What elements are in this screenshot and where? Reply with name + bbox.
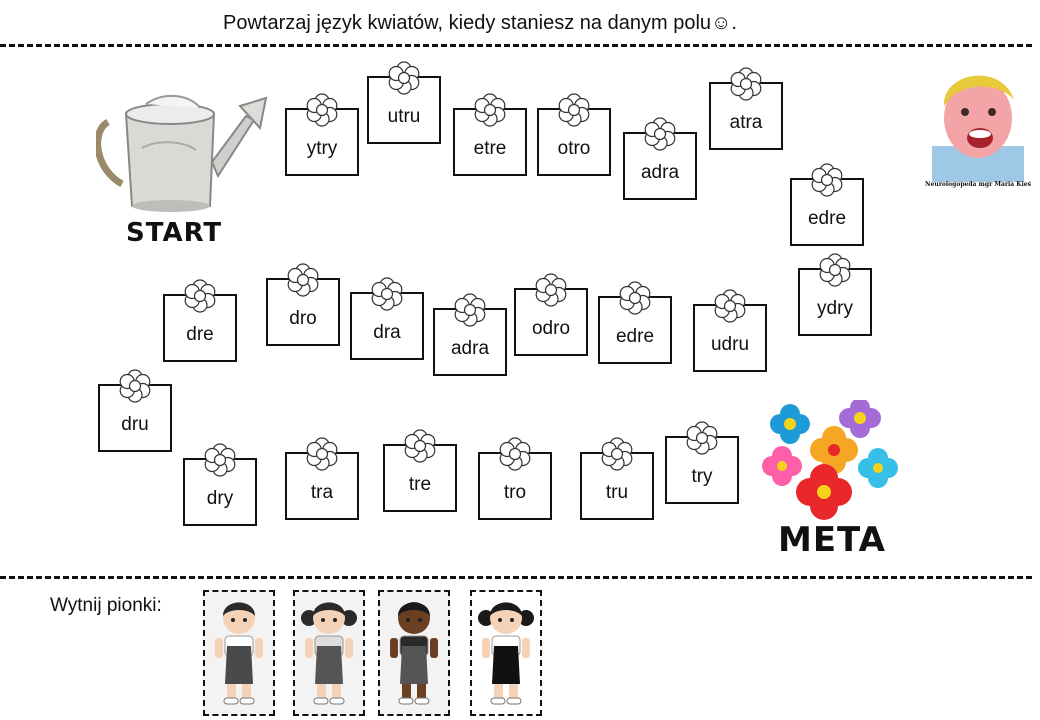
cutout-label: Wytnij pionki: — [50, 595, 162, 616]
tile: tre — [383, 429, 457, 512]
tile-word: tru — [605, 482, 629, 503]
pawn-card[interactable] — [203, 590, 275, 716]
tile-word: udru — [710, 334, 750, 355]
flower-icon — [616, 279, 654, 317]
tile: adra — [623, 117, 697, 200]
tile-word: ytry — [306, 138, 338, 159]
flower-icon — [303, 91, 341, 129]
tile-word: ydry — [817, 298, 853, 319]
pawn-figure-icon — [380, 602, 448, 718]
tile: dre — [163, 279, 237, 362]
flower-icon — [711, 287, 749, 325]
pawn-figure-icon — [295, 602, 363, 718]
flower-icon — [727, 65, 765, 103]
tile-word: tre — [408, 474, 432, 495]
tile: tru — [580, 437, 654, 520]
tile-word: etre — [473, 138, 507, 159]
tile-word: atra — [729, 112, 763, 133]
flower-icon — [532, 271, 570, 309]
flower-icon — [303, 435, 341, 473]
tile: dry — [183, 443, 257, 526]
flower-icon — [641, 115, 679, 153]
flower-icon — [181, 277, 219, 315]
watering-can-icon — [96, 94, 268, 212]
tile-word: tro — [503, 482, 527, 503]
meta-flowers-icon — [762, 400, 898, 520]
flower-icon — [471, 91, 509, 129]
tile: utru — [367, 61, 441, 144]
tile-word: try — [691, 466, 713, 487]
tile-word: edre — [615, 326, 655, 347]
flower-icon — [201, 441, 239, 479]
pawn-figure-icon — [472, 602, 540, 718]
tile: etre — [453, 93, 527, 176]
tile: edre — [790, 163, 864, 246]
tile: ytry — [285, 93, 359, 176]
top-divider — [0, 44, 1032, 47]
tile-word: dre — [186, 324, 214, 345]
flower-icon — [598, 435, 636, 473]
tile: udru — [693, 289, 767, 372]
tile-word: tra — [310, 482, 334, 503]
tile: odro — [514, 273, 588, 356]
flower-icon — [555, 91, 593, 129]
tile-word: dry — [206, 488, 234, 509]
tile: dro — [266, 263, 340, 346]
tile-word: dru — [121, 414, 149, 435]
flower-icon — [401, 427, 439, 465]
tile: ydry — [798, 253, 872, 336]
flower-icon — [496, 435, 534, 473]
tile-word: dro — [289, 308, 317, 329]
portrait-caption: Neurologopeda mgr Maria Kieś — [925, 181, 1031, 188]
instruction-title: Powtarzaj język kwiatów, kiedy staniesz … — [223, 12, 737, 34]
start-label: START — [126, 218, 223, 248]
flower-icon — [808, 161, 846, 199]
flower-icon — [385, 59, 423, 97]
tile: try — [665, 421, 739, 504]
flower-icon — [451, 291, 489, 329]
bottom-divider — [0, 576, 1032, 579]
tile-word: edre — [807, 208, 847, 229]
pawn-card[interactable] — [378, 590, 450, 716]
tile: otro — [537, 93, 611, 176]
tile: dra — [350, 277, 424, 360]
pawn-card[interactable] — [470, 590, 542, 716]
pawn-figure-icon — [205, 602, 273, 718]
tile-word: odro — [531, 318, 571, 339]
tile: adra — [433, 293, 507, 376]
pawn-card[interactable] — [293, 590, 365, 716]
flower-icon — [816, 251, 854, 289]
tile-word: otro — [557, 138, 591, 159]
tile: dru — [98, 369, 172, 452]
flower-icon — [116, 367, 154, 405]
flower-icon — [683, 419, 721, 457]
tile-word: adra — [450, 338, 490, 359]
boy-portrait-icon — [932, 75, 1024, 182]
tile: edre — [598, 281, 672, 364]
meta-label: META — [778, 520, 886, 560]
tile-word: dra — [373, 322, 401, 343]
tile-word: adra — [640, 162, 680, 183]
tile: tro — [478, 437, 552, 520]
flower-icon — [284, 261, 322, 299]
tile-word: utru — [387, 106, 421, 127]
tile: tra — [285, 437, 359, 520]
tile: atra — [709, 67, 783, 150]
flower-icon — [368, 275, 406, 313]
